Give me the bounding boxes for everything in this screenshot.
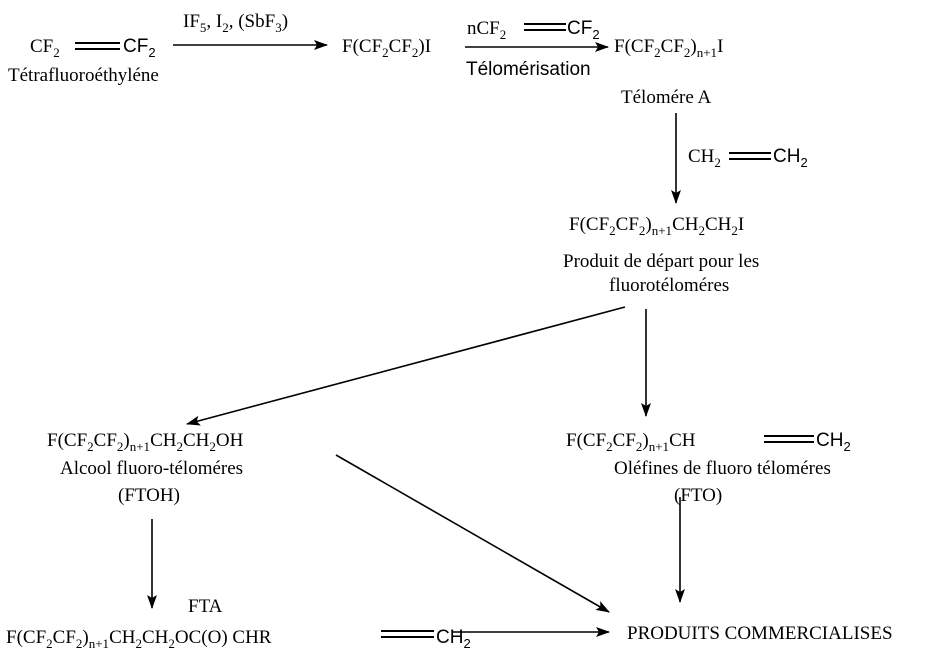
- ftoh-formula: F(CF2CF2)n+1CH2CH2OH: [47, 430, 244, 454]
- telomerisation-label: Télomérisation: [466, 59, 591, 80]
- tfe-formula-right: CF2: [123, 36, 156, 60]
- commercial-products-label: PRODUITS COMMERCIALISES: [627, 623, 893, 644]
- ftoh-abbr: (FTOH): [118, 485, 180, 506]
- telomer-formula: F(CF2CF2)n+1I: [614, 36, 723, 60]
- fta-label: FTA: [188, 596, 223, 617]
- telomer-name: Télomére A: [621, 87, 711, 108]
- intermediate1-formula: F(CF2CF2)I: [342, 36, 431, 60]
- fto-abbr: (FTO): [674, 485, 722, 506]
- ethylene-formula-left: CH2: [688, 146, 721, 170]
- fto-formula: F(CF2CF2)n+1CH: [566, 430, 696, 454]
- reaction1-reagents: IF5, I2, (SbF3): [183, 11, 288, 35]
- arrow-to-ftoh: [186, 306, 626, 426]
- starting-product-formula: F(CF2CF2)n+1CH2CH2I: [569, 214, 744, 238]
- fto-formula-end: CH2: [816, 430, 851, 454]
- tfe-name: Tétrafluoroéthyléne: [8, 65, 159, 86]
- reaction2-reagent-left: nCF2: [467, 18, 506, 42]
- starting-product-name-line1: Produit de départ pour les: [563, 251, 759, 272]
- ftoh-name: Alcool fluoro-téloméres: [60, 458, 243, 479]
- reaction2-reagent-right: CF2: [567, 18, 600, 42]
- fto-name: Oléfines de fluoro téloméres: [614, 458, 831, 479]
- fta-formula: F(CF2CF2)n+1CH2CH2OC(O) CHR: [6, 627, 272, 650]
- starting-product-name-line2: fluorotéloméres: [609, 275, 729, 296]
- fta-formula-end: CH2: [436, 627, 471, 650]
- arrow-ftoh-to-products: [335, 454, 610, 613]
- tfe-formula-left: CF2: [30, 36, 60, 60]
- ethylene-formula-right: CH2: [773, 146, 808, 170]
